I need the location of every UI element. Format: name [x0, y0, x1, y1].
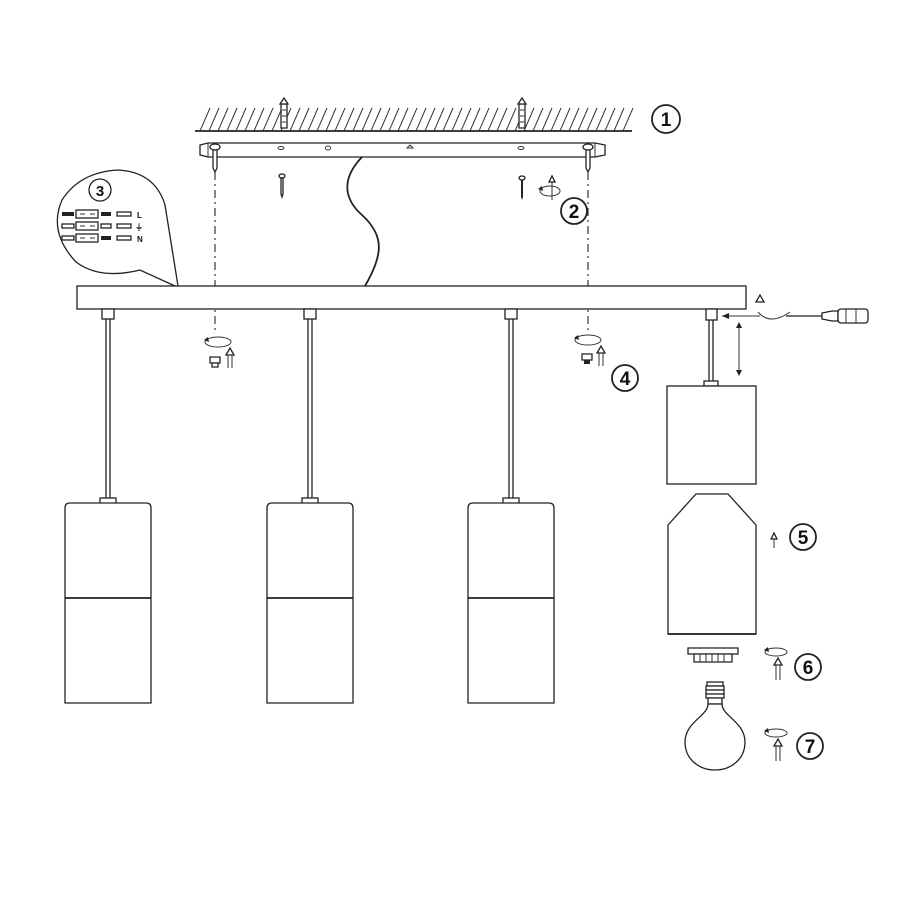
pendant-lamp: [266, 308, 354, 704]
svg-text:2: 2: [569, 202, 580, 223]
up-arrow-icon: [595, 344, 607, 366]
step-6-label: 6: [794, 653, 822, 681]
rotate-arrow-icon: [764, 647, 788, 657]
fixing-nut-icon: [209, 356, 221, 368]
svg-text:5: 5: [798, 528, 809, 549]
ring-nut-icon: [687, 647, 739, 663]
terminal-block-icon: ⏚: [61, 221, 143, 232]
step-2-label: 2: [560, 197, 588, 225]
pendant-lamp: [467, 308, 555, 704]
step-5-label: 5: [789, 523, 817, 551]
lamp-holder-cup: [666, 385, 757, 485]
screwdriver-icon: [722, 293, 869, 324]
svg-text:3: 3: [96, 183, 104, 200]
wall-plug-icon: [278, 96, 290, 129]
up-arrow-icon: [772, 656, 784, 680]
ceiling-hatch-icon: [195, 107, 634, 132]
exploded-lamp: [666, 308, 757, 771]
up-arrow-icon: [224, 346, 236, 368]
mounting-plate: [199, 142, 606, 158]
fixing-nut-icon: [581, 353, 593, 364]
rotate-arrow-icon: [574, 334, 602, 346]
light-bulb-icon: [684, 681, 746, 771]
up-arrow-icon: [772, 737, 784, 761]
terminal-block-icon: L: [62, 209, 142, 220]
screw-icon: [582, 143, 594, 174]
screw-icon: [209, 143, 221, 174]
terminal-block-icon: N: [61, 233, 143, 244]
svg-text:1: 1: [661, 110, 672, 131]
step-4-label: 4: [611, 364, 639, 392]
lamp-shade-icon: [667, 493, 757, 635]
rotate-arrow-icon: [764, 728, 788, 738]
ceiling-bar: [76, 285, 747, 310]
wiring-detail: 3 L ⏚ N: [56, 169, 179, 287]
rotate-arrow-icon: [204, 336, 232, 348]
height-adjust-arrow: [736, 322, 742, 376]
svg-text:⏚: ⏚: [135, 223, 143, 232]
step-1-label: 1: [651, 104, 681, 134]
svg-text:4: 4: [620, 369, 631, 390]
svg-text:6: 6: [803, 658, 814, 679]
rotate-arrow-icon: [538, 174, 561, 200]
screw-icon: [278, 173, 286, 200]
svg-text:L: L: [137, 211, 142, 220]
step-3-label: 3: [88, 178, 112, 202]
power-cable: [346, 156, 380, 287]
screw-icon: [518, 175, 526, 200]
step-7-label: 7: [796, 732, 824, 760]
pendant-lamp: [64, 308, 152, 704]
wall-plug-icon: [516, 96, 528, 129]
svg-text:7: 7: [805, 737, 816, 758]
svg-text:N: N: [137, 235, 143, 244]
up-arrow-icon: [769, 531, 779, 548]
